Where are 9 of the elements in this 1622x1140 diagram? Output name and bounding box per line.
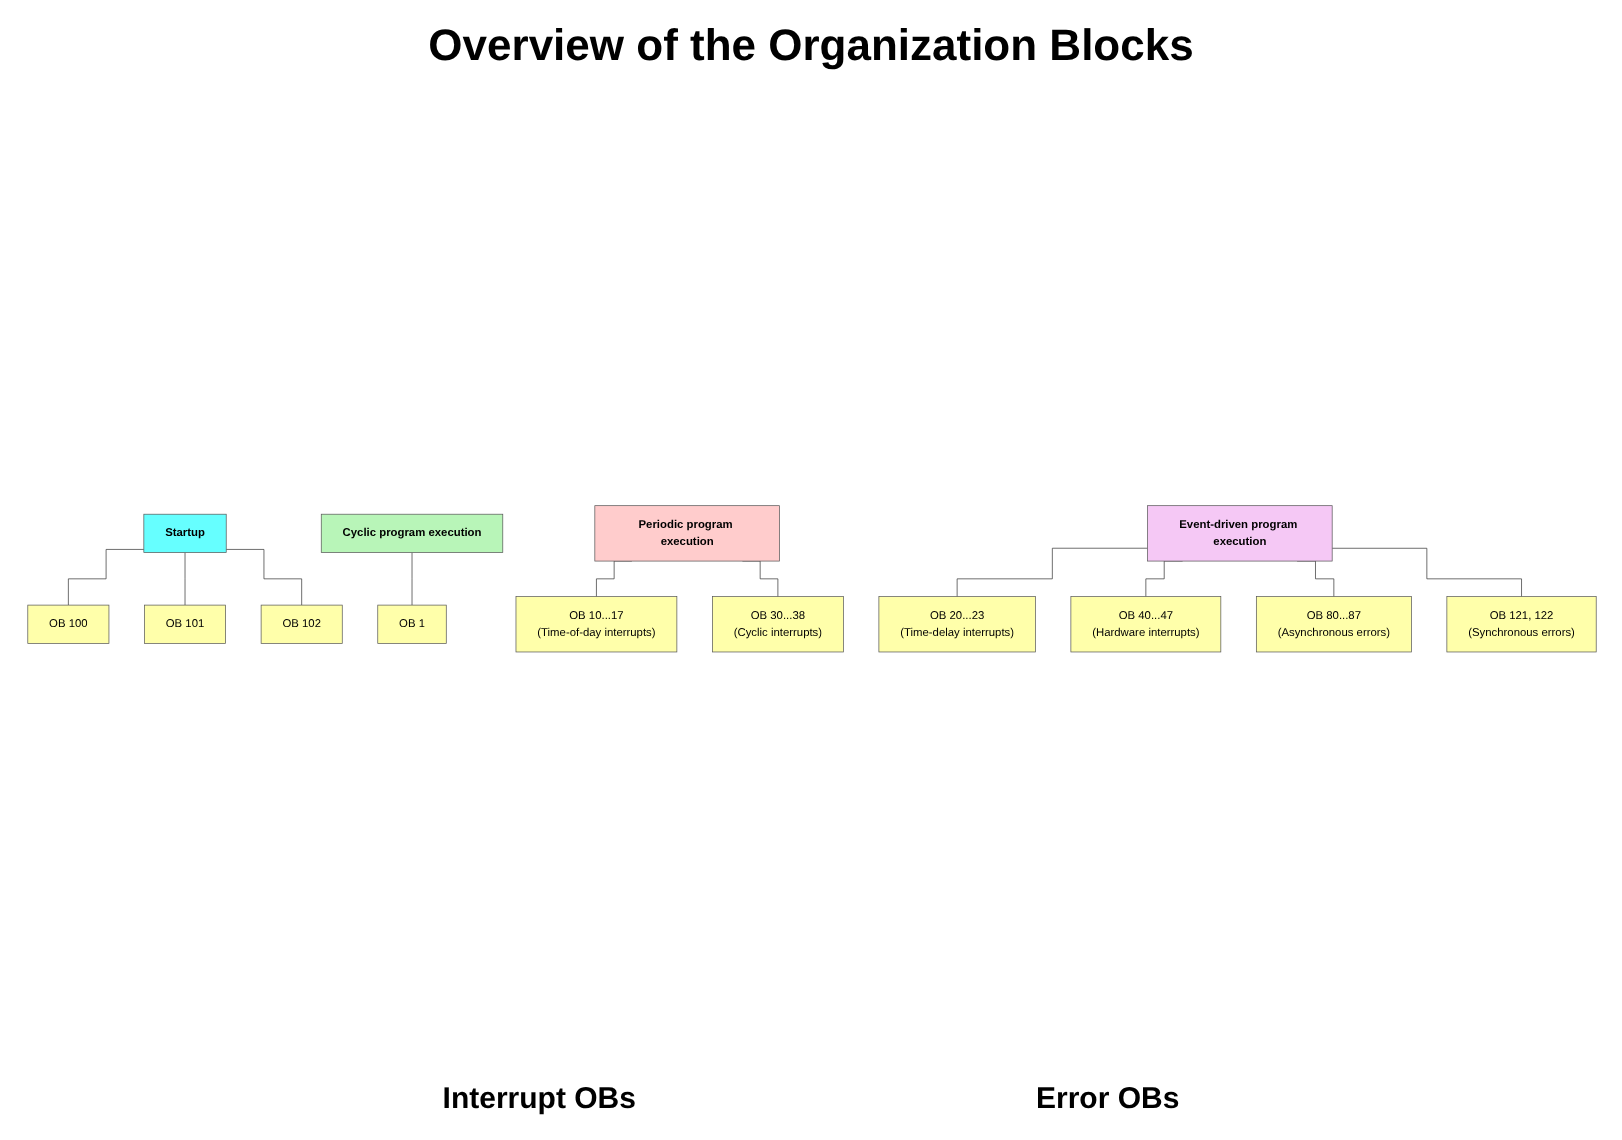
connector: [224, 549, 302, 606]
diagram-title: Overview of the Organization Blocks: [428, 20, 1194, 72]
bracket-label: Error OBs: [1035, 1082, 1180, 1116]
bracket-label: Interrupt OBs: [442, 1082, 636, 1116]
connector: [955, 548, 1147, 598]
connector: [1330, 548, 1521, 598]
connector: [183, 552, 185, 606]
connector: [410, 552, 412, 606]
connector: [67, 549, 144, 606]
